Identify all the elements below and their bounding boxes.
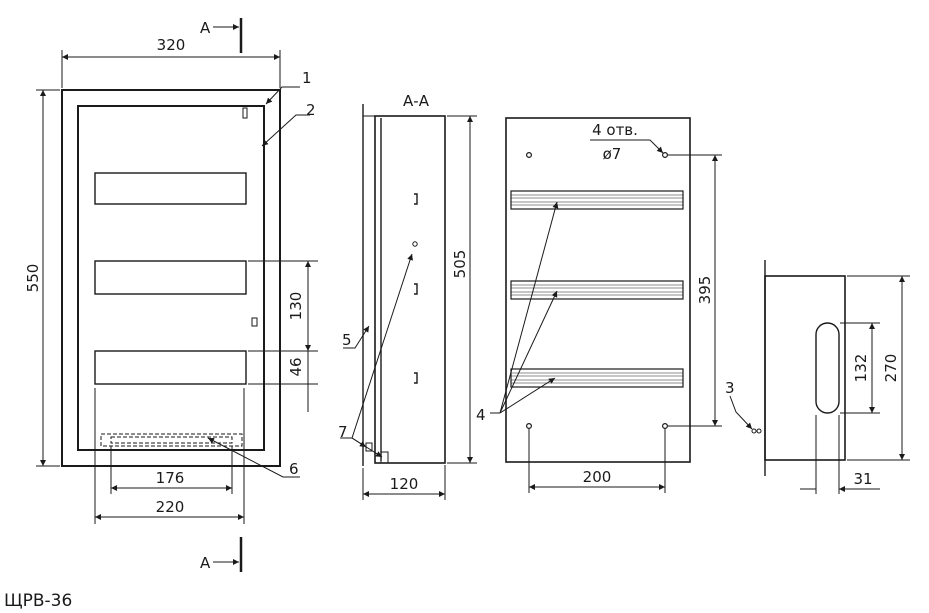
lock-view: [729, 260, 910, 494]
dim-395: 395: [696, 276, 714, 305]
section-letter-top: А: [200, 19, 211, 37]
front-view: [36, 18, 318, 572]
front-door: [77, 105, 265, 451]
din-rail-1: [510, 190, 684, 210]
back-view: [490, 117, 722, 493]
side-body: [374, 115, 446, 464]
breaker-window-2: [94, 260, 247, 295]
back-panel: [505, 117, 691, 463]
callout-7: 7: [338, 423, 348, 441]
dim-270: 270: [882, 354, 900, 383]
terminal-bar-inner: [110, 436, 233, 444]
dim-46: 46: [287, 357, 305, 376]
drawing-caption: ЩРВ-36: [4, 591, 72, 611]
side-screw-hole: [412, 241, 418, 247]
dim-200: 200: [583, 468, 612, 486]
holes-note: 4 отв.: [592, 121, 638, 139]
dim-550: 550: [24, 264, 42, 293]
door-latch-bottom: [251, 317, 258, 327]
din-clip-1: [414, 193, 418, 205]
din-rail-3: [510, 368, 684, 388]
breaker-window-3: [94, 350, 247, 385]
callout-2: 2: [306, 101, 316, 119]
dim-505: 505: [451, 250, 469, 279]
breaker-window-1: [94, 172, 247, 205]
lock-slot: [815, 322, 840, 414]
dim-132: 132: [852, 354, 870, 383]
lock-pin-1: [751, 428, 757, 434]
section-letter-bottom: А: [200, 554, 211, 572]
mount-hole-bottom-right: [661, 423, 668, 430]
din-rail-2: [510, 280, 684, 300]
dim-120: 120: [390, 475, 419, 493]
din-clip-3: [414, 372, 418, 384]
door-latch-top: [242, 107, 248, 119]
side-bracket-2: [380, 451, 389, 464]
section-title: А-А: [403, 92, 430, 110]
side-view: [340, 104, 477, 500]
dim-220: 220: [156, 498, 185, 516]
lock-pin-2: [756, 428, 762, 434]
dim-130: 130: [287, 292, 305, 321]
dim-31: 31: [853, 470, 872, 488]
mount-hole-top-right: [661, 152, 668, 159]
callout-4: 4: [476, 406, 486, 424]
front-frame: [61, 89, 281, 467]
terminal-bar-outer: [100, 433, 243, 447]
din-clip-2: [414, 283, 418, 295]
callout-6: 6: [289, 460, 299, 478]
hole-diameter: ø7: [603, 145, 622, 163]
callout-5: 5: [342, 331, 352, 349]
dim-176: 176: [156, 469, 185, 487]
mount-hole-top-left: [525, 152, 532, 159]
callout-3: 3: [725, 379, 735, 397]
dim-320: 320: [157, 36, 186, 54]
lock-body: [764, 275, 846, 461]
mount-hole-bottom-left: [525, 423, 532, 430]
callout-1: 1: [302, 69, 312, 87]
